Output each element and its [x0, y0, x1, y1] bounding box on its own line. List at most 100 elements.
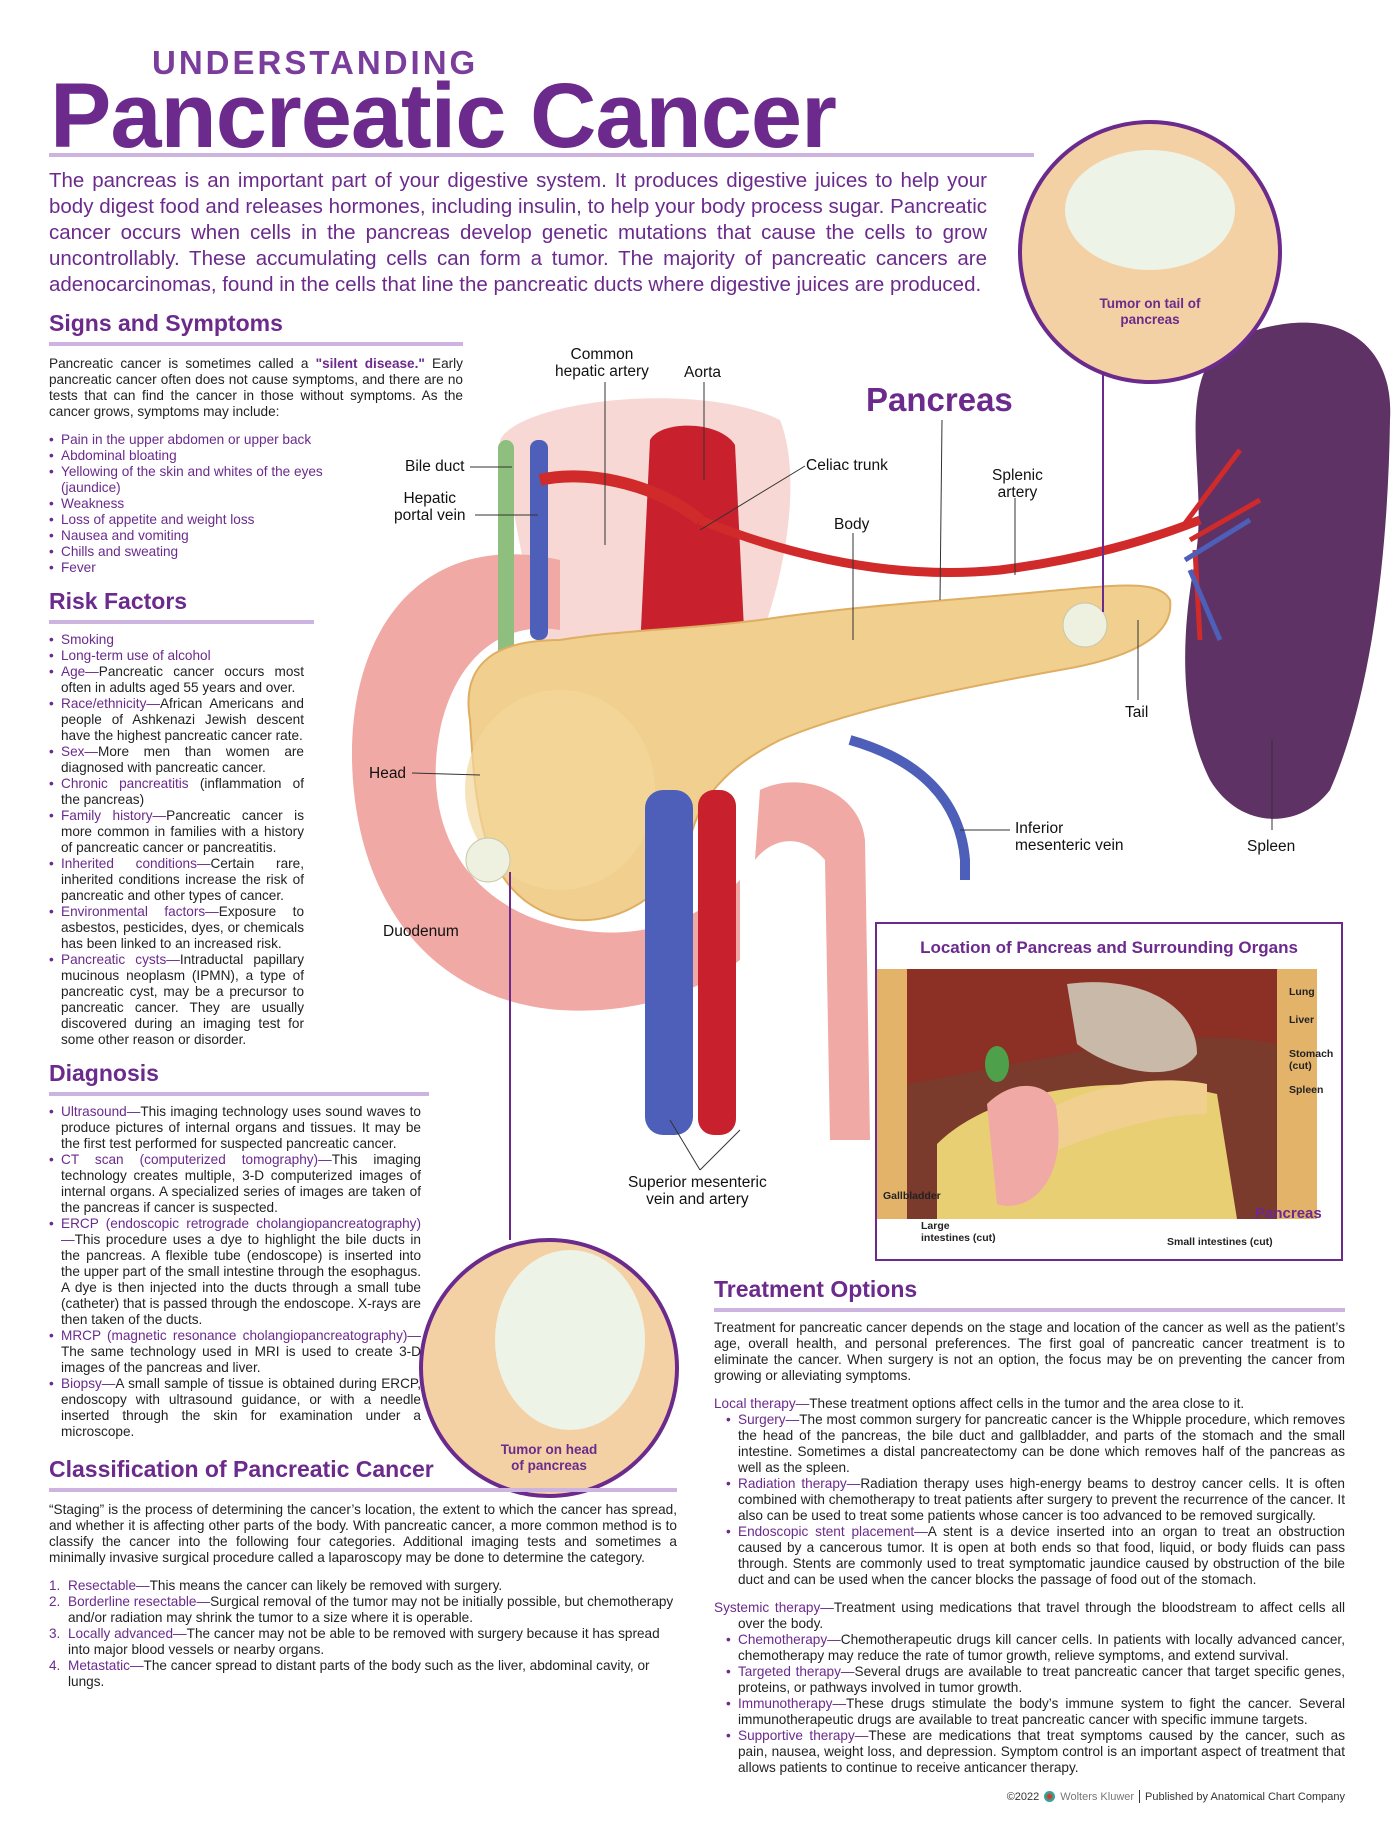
text: These treatment options affect cells in … — [809, 1396, 1245, 1411]
text: Treatment using medications that travel … — [738, 1600, 1345, 1631]
aorta-shape — [640, 425, 745, 650]
list-item: Loss of appetite and weight loss — [49, 512, 349, 528]
item-term: Abdominal bloating — [61, 448, 177, 463]
kicker: UNDERSTANDING — [152, 44, 479, 81]
item-term: Loss of appetite and weight loss — [61, 512, 255, 527]
label-bile-duct: Bile duct — [405, 458, 465, 475]
label-tail: Tail — [1125, 704, 1149, 721]
item-term: Targeted therapy— — [738, 1664, 855, 1679]
item-text: The same technology used in MRI is used … — [61, 1344, 421, 1375]
treatment-section: Treatment Options Treatment for pancreat… — [714, 1276, 1345, 1803]
list-item: Abdominal bloating — [49, 448, 349, 464]
list-item: 4.Metastatic—The cancer spread to distan… — [49, 1658, 677, 1690]
term: Local therapy— — [714, 1396, 810, 1411]
item-term: MRCP (magnetic resonance cholangiopancre… — [61, 1328, 421, 1343]
item-term: Chronic pancreatitis — [61, 776, 189, 791]
classification-intro: “Staging” is the process of determining … — [49, 1502, 677, 1565]
item-text: Chemotherapeutic drugs kill cancer cells… — [738, 1632, 1345, 1663]
label-common-hepatic-artery: Common hepatic artery — [555, 346, 649, 380]
item-term: Nausea and vomiting — [61, 528, 189, 543]
spleen-shape — [1185, 322, 1391, 819]
label-splenic-artery: Splenic artery — [992, 467, 1043, 501]
inset-label-lung: Lung — [1289, 986, 1315, 998]
text: Pancreatic cancer is sometimes called a — [49, 356, 316, 371]
item-term: Yellowing of the skin and whites of the … — [61, 464, 323, 495]
list-item: Environmental factors—Exposure to asbest… — [49, 904, 304, 952]
tumor-head-mark — [465, 837, 511, 883]
brand: Wolters Kluwer — [1060, 1790, 1135, 1803]
item-term: Borderline resectable— — [68, 1594, 211, 1609]
item-text: This means the cancer can likely be remo… — [149, 1578, 503, 1593]
list-item: 1.Resectable—This means the cancer can l… — [49, 1578, 677, 1594]
item-term: Smoking — [61, 632, 114, 647]
systemic-therapy-list: Chemotherapy—Chemotherapeutic drugs kill… — [726, 1632, 1345, 1776]
item-term: Chemotherapy— — [738, 1632, 841, 1647]
list-item: Biopsy—A small sample of tissue is obtai… — [49, 1376, 421, 1440]
list-item: Surgery—The most common surgery for panc… — [726, 1412, 1345, 1476]
list-item: Radiation therapy—Radiation therapy uses… — [726, 1476, 1345, 1524]
item-num: 1. — [49, 1578, 61, 1593]
item-term: Race/ethnicity— — [61, 696, 160, 711]
item-text: These drugs stimulate the body’s immune … — [738, 1696, 1345, 1727]
list-item: Yellowing of the skin and whites of the … — [49, 464, 349, 496]
inset-surrounding-organs: Location of Pancreas and Surrounding Org… — [875, 922, 1343, 1261]
list-item: MRCP (magnetic resonance cholangiopancre… — [49, 1328, 421, 1376]
section-divider — [49, 342, 463, 346]
item-num: 4. — [49, 1658, 61, 1673]
section-divider — [714, 1308, 1345, 1312]
list-item: Sex—More men than women are diagnosed wi… — [49, 744, 304, 776]
inset-label-large-intestines: Large intestines (cut) — [921, 1220, 996, 1244]
item-text: The most common surgery for pancreatic c… — [738, 1412, 1345, 1475]
wolters-kluwer-logo-icon — [1044, 1791, 1056, 1802]
tumor-tail-mark — [1062, 602, 1108, 648]
item-text: Surgical removal of the tumor may not be… — [68, 1594, 674, 1625]
symptoms-list: Pain in the upper abdomen or upper backA… — [49, 432, 349, 576]
local-therapy: Local therapy—These treatment options af… — [714, 1396, 1345, 1412]
inset-label-liver: Liver — [1289, 1014, 1315, 1026]
item-term: Radiation therapy— — [738, 1476, 861, 1491]
risk-section: Risk Factors SmokingLong-term use of alc… — [49, 588, 314, 1048]
item-text: This imaging technology creates multiple… — [61, 1152, 421, 1215]
title-divider — [49, 153, 1034, 157]
list-item: Fever — [49, 560, 349, 576]
item-text: The cancer spread to distant parts of th… — [68, 1658, 650, 1689]
item-term: Sex— — [61, 744, 99, 759]
item-term: Long-term use of alcohol — [61, 648, 211, 663]
local-therapy-list: Surgery—The most common surgery for panc… — [726, 1412, 1345, 1588]
inset-illustration — [877, 969, 1317, 1219]
label-body: Body — [834, 516, 870, 533]
item-term: Biopsy— — [61, 1376, 116, 1391]
list-item: Pain in the upper abdomen or upper back — [49, 432, 349, 448]
label-imv: Inferior mesenteric vein — [1015, 820, 1124, 854]
item-term: Pain in the upper abdomen or upper back — [61, 432, 312, 447]
item-text: More men than women are diagnosed with p… — [61, 744, 304, 775]
list-item: Targeted therapy—Several drugs are avail… — [726, 1664, 1345, 1696]
tumor-tail-label: Tumor on tail of pancreas — [1099, 296, 1201, 327]
list-item: Immunotherapy—These drugs stimulate the … — [726, 1696, 1345, 1728]
inset-label-small-intestines: Small intestines (cut) — [1167, 1236, 1273, 1248]
item-text: Intraductal papillary mucinous neoplasm … — [61, 952, 304, 1047]
signs-section: Signs and Symptoms Pancreatic cancer is … — [49, 310, 463, 576]
item-text: (inflammation of the pancreas) — [61, 776, 304, 807]
item-text: Pancreatic cancer occurs most often in a… — [61, 664, 304, 695]
systemic-therapy: Systemic therapy—Treatment using medicat… — [714, 1600, 1345, 1632]
section-divider — [49, 1092, 429, 1096]
intro-paragraph: The pancreas is an important part of you… — [49, 169, 987, 296]
item-text: This imaging technology uses sound waves… — [61, 1104, 421, 1151]
inset-title: Location of Pancreas and Surrounding Org… — [920, 938, 1298, 957]
item-text: Exposure to asbestos, pesticides, dyes, … — [61, 904, 305, 951]
label-duodenum: Duodenum — [383, 923, 459, 940]
publisher: Published by Anatomical Chart Company — [1145, 1790, 1345, 1803]
item-term: Environmental factors— — [61, 904, 219, 919]
risk-heading: Risk Factors — [49, 588, 188, 614]
duodenum-shape — [351, 554, 740, 1011]
label-head: Head — [369, 765, 407, 782]
item-term: Family history— — [61, 808, 167, 823]
list-item: Weakness — [49, 496, 349, 512]
list-item: Supportive therapy—These are medications… — [726, 1728, 1345, 1776]
silent-disease-emphasis: "silent disease." — [315, 356, 425, 371]
footer-divider — [1139, 1790, 1141, 1803]
list-item: Pancreatic cysts—Intraductal papillary m… — [49, 952, 304, 1048]
item-term: ERCP (endoscopic retrograde cholangiopan… — [61, 1216, 421, 1247]
